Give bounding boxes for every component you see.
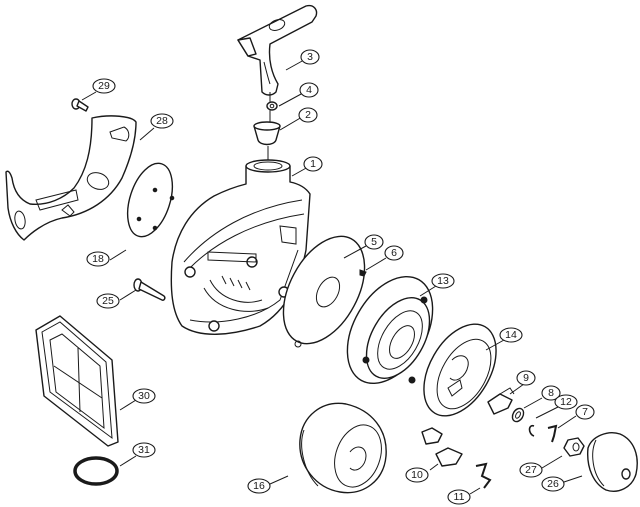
callout-label: 8	[548, 387, 554, 399]
callout-label: 13	[437, 275, 449, 287]
part-cover-plate	[126, 162, 175, 238]
part-nut	[563, 437, 585, 457]
part-rope-clip	[266, 92, 278, 136]
part-starter-grip	[237, 4, 318, 96]
callout-label: 26	[547, 478, 559, 490]
callout-label: 4	[306, 84, 312, 96]
callout-26: 26	[541, 475, 583, 492]
part-guide-plate	[282, 235, 366, 348]
callout-13: 13	[419, 273, 455, 297]
part-cap	[587, 432, 638, 492]
callout-label: 29	[98, 80, 110, 92]
callout-28: 28	[139, 113, 174, 141]
callout-11: 11	[447, 487, 481, 505]
callout-31: 31	[119, 442, 156, 467]
callout-5: 5	[343, 234, 384, 259]
callout-label: 3	[307, 51, 313, 63]
callout-label: 1	[310, 158, 316, 170]
callout-7: 7	[557, 404, 595, 429]
callout-label: 25	[102, 295, 114, 307]
callout-label: 10	[411, 469, 423, 481]
callout-29: 29	[81, 78, 116, 101]
callout-label: 30	[138, 390, 150, 402]
part-rotor-assembly	[299, 402, 387, 494]
callout-9: 9	[509, 370, 536, 395]
callout-label: 14	[505, 329, 517, 341]
callout-10: 10	[405, 463, 439, 483]
callout-label: 2	[305, 109, 311, 121]
part-spring-clip-7	[547, 424, 558, 443]
callout-label: 27	[525, 464, 537, 476]
part-pawl	[487, 387, 515, 415]
callout-2: 2	[279, 107, 318, 131]
part-washer	[511, 407, 525, 423]
callout-label: 28	[156, 115, 168, 127]
part-spring-cover	[346, 275, 434, 385]
callout-16: 16	[247, 475, 289, 494]
callout-4: 4	[278, 82, 319, 107]
callout-label: 18	[92, 253, 104, 265]
part-screw-29	[71, 98, 89, 112]
callout-label: 16	[253, 480, 265, 492]
callout-1: 1	[291, 156, 323, 177]
part-o-ring	[73, 456, 119, 486]
part-rope-rotor	[423, 323, 497, 417]
callout-25: 25	[96, 289, 137, 309]
callout-label: 11	[454, 491, 465, 503]
callout-30: 30	[119, 388, 156, 411]
callout-6: 6	[365, 245, 404, 271]
part-air-filter	[35, 315, 119, 447]
callout-label: 6	[391, 247, 397, 259]
callout-8: 8	[523, 385, 561, 409]
part-pawl-set	[421, 427, 463, 467]
part-fan-housing	[170, 159, 311, 335]
callout-12: 12	[535, 394, 578, 419]
callout-18: 18	[86, 249, 127, 267]
part-spring-clip-11	[475, 462, 492, 489]
callouts: 1 2 3 4 5 6 7	[81, 49, 595, 505]
callout-27: 27	[519, 455, 563, 478]
part-screw-25	[133, 278, 166, 301]
callout-label: 7	[582, 406, 588, 418]
callout-label: 31	[138, 444, 150, 456]
part-retaining-ring	[528, 424, 535, 437]
part-screw-6	[359, 269, 367, 277]
callout-label: 5	[371, 236, 377, 248]
callout-14: 14	[485, 327, 523, 351]
callout-3: 3	[285, 49, 320, 71]
callout-label: 9	[523, 372, 529, 384]
callout-label: 12	[560, 396, 572, 408]
part-shroud	[5, 115, 137, 241]
